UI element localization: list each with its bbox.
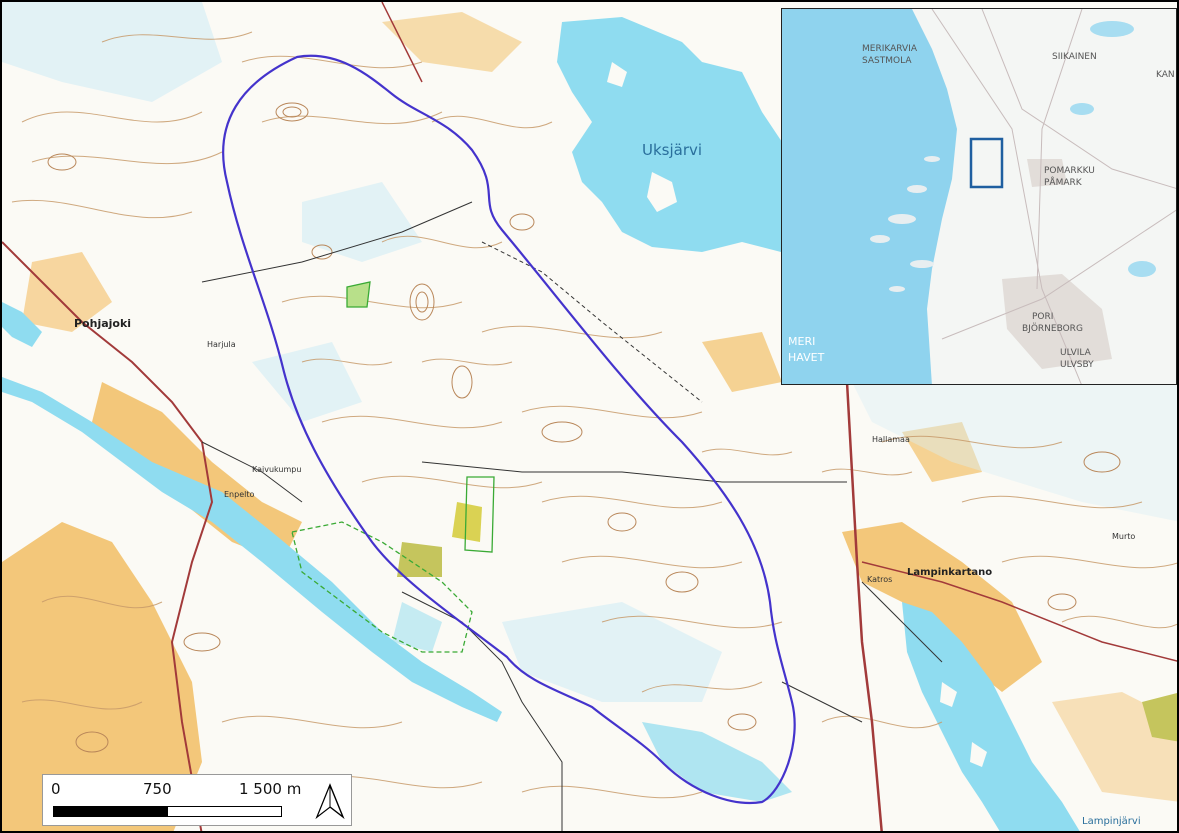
inset-label-kan: KAN bbox=[1156, 70, 1175, 80]
inset-label-siikainen: SIIKAINEN bbox=[1052, 52, 1097, 62]
scale-segment-black bbox=[53, 806, 168, 817]
protected-areas bbox=[291, 281, 495, 653]
inset-locator-box bbox=[969, 137, 1004, 189]
inset-label-havet: HAVET bbox=[788, 351, 825, 364]
scale-label-750: 750 bbox=[143, 780, 172, 798]
label-uksjarvi: Uksjärvi bbox=[642, 141, 702, 159]
inset-urban bbox=[1002, 159, 1112, 369]
inset-overview-map: MERIKARVIA SASTMOLA SIIKAINEN KAN POMARK… bbox=[781, 8, 1177, 385]
contour-lines bbox=[11, 31, 1177, 799]
inset-label-sastmola: SASTMOLA bbox=[862, 56, 912, 66]
scale-label-0: 0 bbox=[51, 780, 61, 798]
map-labels: Uksjärvi Pohjajoki Lampinkartano Lampinj… bbox=[74, 141, 1141, 827]
inset-label-pamark: PÅMARK bbox=[1044, 176, 1083, 188]
study-area-boundary bbox=[222, 54, 796, 804]
contour-blobs bbox=[47, 102, 1121, 753]
label-lampinjarvi: Lampinjärvi bbox=[1082, 816, 1141, 827]
label-enpelto: Enpelto bbox=[224, 490, 254, 499]
inset-label-meri: MERI bbox=[788, 335, 815, 348]
label-katros: Katros bbox=[867, 575, 892, 584]
inset-map-canvas: MERIKARVIA SASTMOLA SIIKAINEN KAN POMARK… bbox=[782, 9, 1176, 384]
inset-archipelago bbox=[870, 156, 940, 292]
inset-label-ulvsby: ULVSBY bbox=[1060, 360, 1094, 370]
scale-bar: 0 750 1 500 m bbox=[42, 774, 352, 826]
scale-label-1500: 1 500 m bbox=[239, 780, 302, 798]
inset-roads bbox=[931, 9, 1176, 384]
label-hallamaa: Hallamaa bbox=[872, 435, 910, 444]
north-arrow-icon bbox=[315, 783, 345, 820]
inset-lakes bbox=[1070, 21, 1156, 277]
wetlands bbox=[2, 2, 1177, 702]
inset-label-bjorneborg: BJÖRNEBORG bbox=[1022, 323, 1083, 334]
label-kaivukumpu: Kaivukumpu bbox=[252, 465, 301, 474]
label-lampinkartano: Lampinkartano bbox=[907, 567, 992, 578]
label-pohjajoki: Pohjajoki bbox=[74, 317, 131, 330]
inset-label-merikarvia: MERIKARVIA bbox=[862, 44, 918, 54]
label-harjula: Harjula bbox=[207, 340, 236, 349]
lakes-and-rivers bbox=[2, 17, 1080, 831]
inset-sea bbox=[782, 9, 957, 384]
label-murto: Murto bbox=[1112, 532, 1135, 541]
inset-label-pori: PORI bbox=[1032, 312, 1053, 322]
scale-segment-white bbox=[167, 806, 282, 817]
inset-label-pomarkku: POMARKKU bbox=[1044, 166, 1095, 176]
inset-label-ulvila: ULVILA bbox=[1060, 348, 1092, 358]
